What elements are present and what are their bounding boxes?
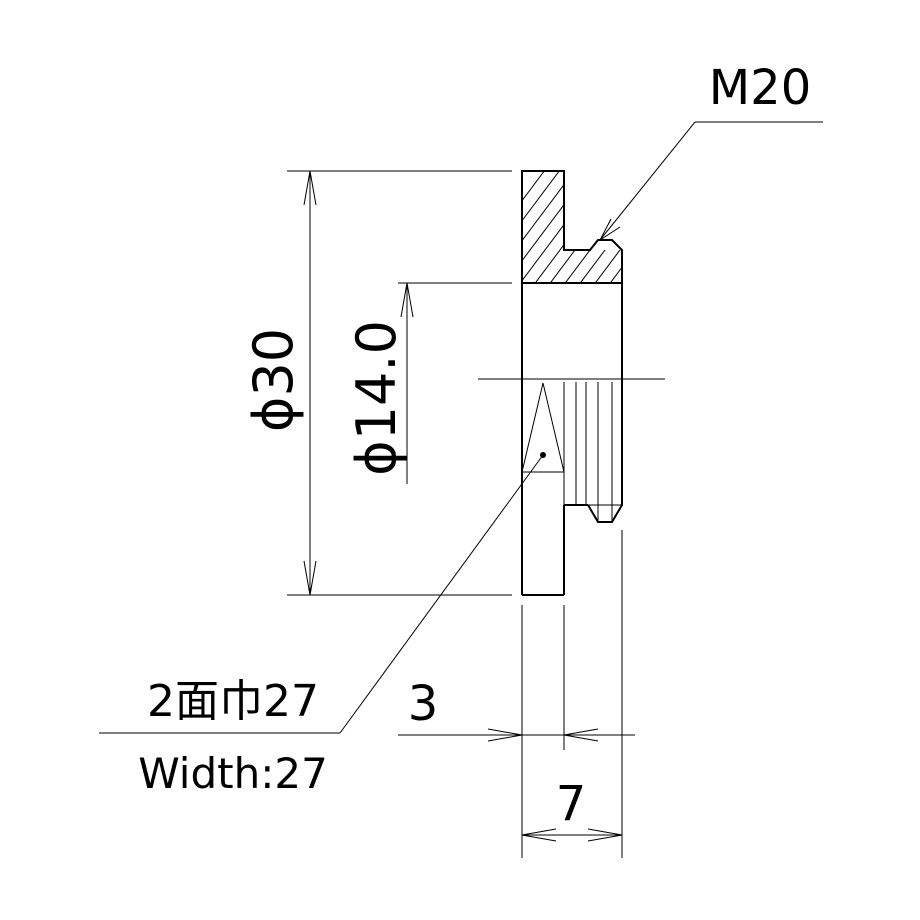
flats-leader [99, 452, 546, 734]
thread-leader [598, 121, 823, 242]
flats-label-jp: 2面巾27 [147, 676, 319, 727]
section-hatching [522, 171, 622, 283]
flange-thickness-label: 3 [408, 676, 439, 732]
part-outline [521, 170, 623, 596]
outer-diameter-label: ϕ30 [242, 328, 305, 432]
flats-label-en: Width:27 [138, 749, 328, 798]
bore-diameter-dimension [398, 282, 512, 484]
overall-length-dimension [521, 828, 623, 842]
thread-label: M20 [709, 60, 812, 116]
flange-thickness-dimension [398, 530, 635, 858]
bore-diameter-label: ϕ14.0 [345, 320, 408, 476]
overall-length-label: 7 [556, 776, 587, 832]
outer-diameter-dimension [287, 170, 512, 596]
